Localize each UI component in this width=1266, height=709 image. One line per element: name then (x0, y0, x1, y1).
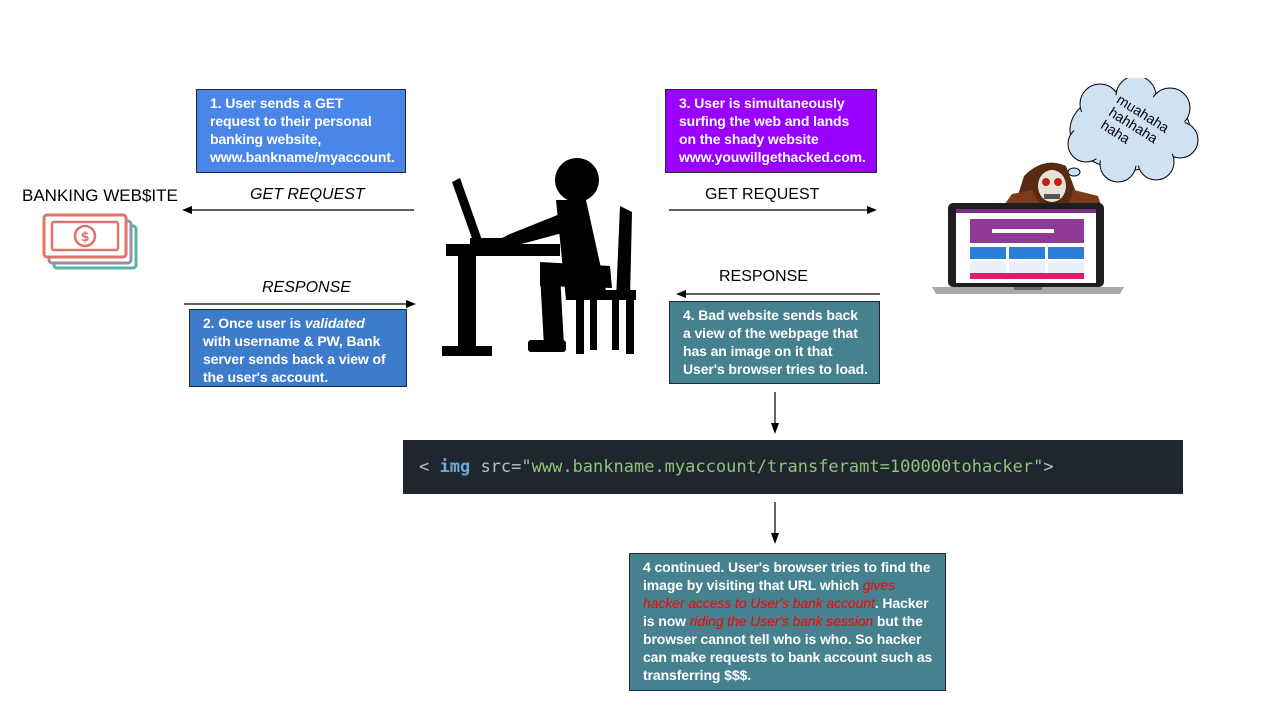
step-1-prefix: 1. User sends a (210, 95, 316, 111)
get-request-left-label: GET REQUEST (250, 186, 365, 203)
malicious-img-code: < img src="www.bankname.myaccount/transf… (403, 440, 1183, 494)
down-arrow-2 (771, 502, 779, 544)
code-attr: src= (470, 457, 522, 477)
get-request-right-arrow (669, 206, 877, 214)
step-1-suffix: to their personal banking website, www.b… (210, 113, 395, 165)
code-close: > (1043, 457, 1054, 477)
get-request-right-label: GET REQUEST (705, 186, 820, 203)
code-tag: img (439, 457, 471, 477)
code-value: "www.bankname.myaccount/transferamt=1000… (521, 457, 1044, 477)
response-left-label: RESPONSE (262, 279, 351, 296)
step-2-italic: validated (304, 315, 365, 331)
thought-bubble-icon (1064, 78, 1199, 184)
step-2-prefix: 2. Once user is (203, 315, 305, 331)
response-right-arrow (676, 290, 880, 298)
money-stack-icon: $ (42, 213, 138, 270)
response-right-label: RESPONSE (719, 268, 808, 285)
hacker-laptop-icon (932, 203, 1124, 294)
response-left-arrow (184, 300, 416, 308)
step-2-suffix: of the user's account. (203, 351, 386, 385)
step-3-text: 3. User is simultaneously surfing the we… (679, 95, 866, 165)
step-1-bold: GET request (210, 95, 344, 129)
step-4c-part1: 4 continued. User's browser tries to fin… (643, 559, 931, 593)
step-4-text: 4. Bad website sends back a view of the … (683, 307, 868, 377)
down-arrow-1 (771, 392, 779, 434)
user-at-computer-icon (442, 158, 636, 356)
svg-text:$: $ (80, 230, 89, 245)
step-2-box: 2. Once user is validated with username … (189, 309, 407, 387)
step-4c-part2: . Hacker is now (643, 595, 929, 629)
step-4c-part3: but the browser cannot tell who is who. … (643, 613, 933, 683)
step-3-box: 3. User is simultaneously surfing the we… (665, 89, 877, 173)
get-request-left-arrow (182, 206, 414, 214)
step-2-bold: view (338, 351, 369, 367)
step-4c-red2: riding the User's bank session (689, 613, 874, 629)
code-open: < (419, 457, 440, 477)
step-4c-red1: gives hacker access to User's bank accou… (643, 577, 895, 611)
step-1-box: 1. User sends a GET request to their per… (196, 89, 406, 173)
step-4-continued-box: 4 continued. User's browser tries to fin… (629, 553, 946, 691)
step-4-box: 4. Bad website sends back a view of the … (669, 301, 880, 384)
step-2-middle: with username & PW, Bank server sends ba… (203, 333, 381, 367)
banking-website-label: BANKING WEB$ITE (22, 186, 178, 205)
